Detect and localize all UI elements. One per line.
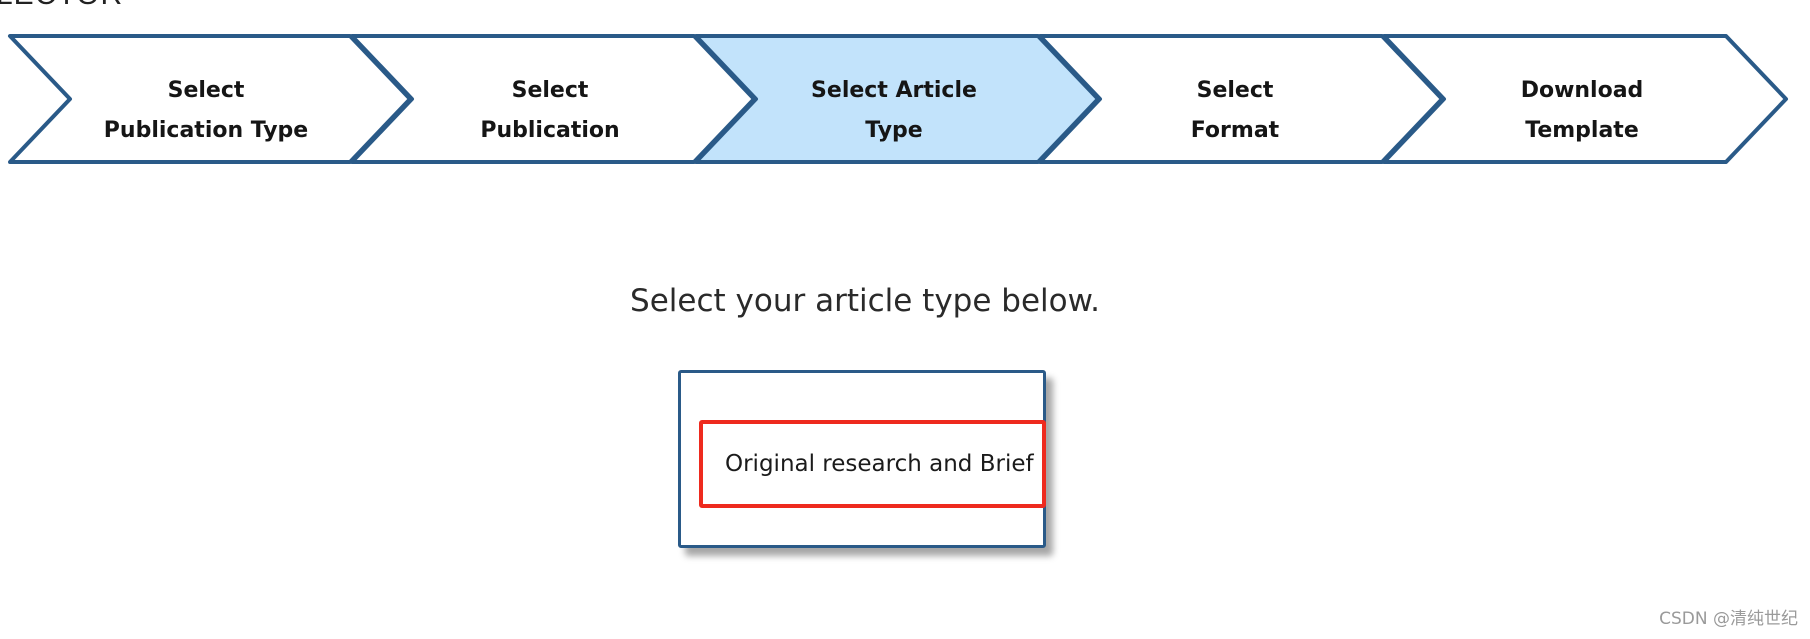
step-chevron-5[interactable] [1382, 34, 1788, 164]
step-label-line2: Publication Type [103, 118, 309, 143]
step-label-line1: Select Article [811, 78, 977, 103]
step-label-line1: Select [1196, 78, 1274, 103]
step-select-article-type[interactable]: Select Article Type [769, 66, 1019, 156]
step-select-publication[interactable]: Select Publication [425, 66, 675, 156]
step-label-line1: Select [167, 78, 245, 103]
page-heading-partial: LECTOR [0, 0, 123, 12]
step-label-line1: Select [511, 78, 589, 103]
step-wizard: Select Publication Type Select Publicati… [0, 30, 1810, 165]
step-label-line2: Template [1525, 118, 1639, 143]
article-type-option[interactable]: Original research and Brief [699, 420, 1046, 508]
step-label-line2: Format [1190, 118, 1280, 143]
step-select-format[interactable]: Select Format [1110, 66, 1360, 156]
instruction-text: Select your article type below. [630, 283, 1100, 319]
step-chevrons [8, 34, 1788, 164]
step-select-publication-type[interactable]: Select Publication Type [81, 66, 331, 156]
step-label-line2: Type [865, 118, 923, 143]
step-download-template[interactable]: Download Template [1457, 66, 1707, 156]
watermark: CSDN @清纯世纪 [1659, 609, 1798, 629]
article-type-card: Original research and Brief [678, 370, 1046, 548]
step-label-line2: Publication [480, 118, 620, 143]
step-label-line1: Download [1520, 78, 1644, 103]
